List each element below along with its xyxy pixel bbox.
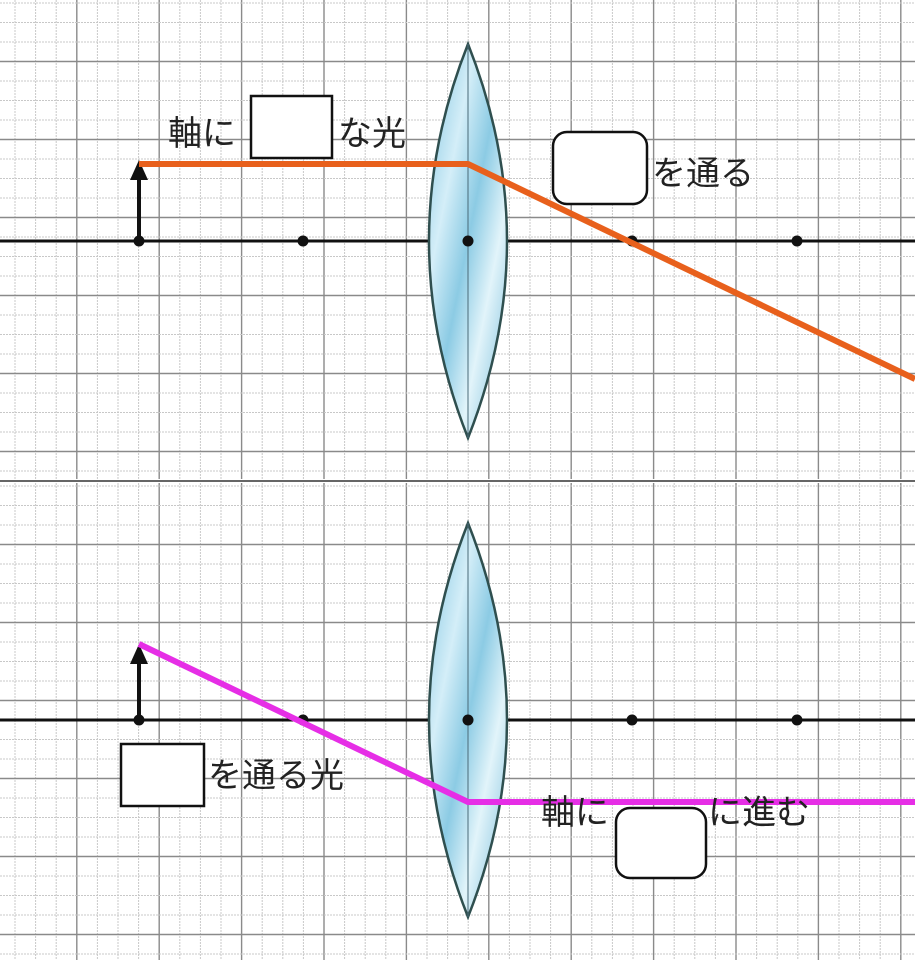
double-focal-point-right-bottom	[791, 714, 803, 726]
object-arrow-head-bottom	[130, 644, 148, 664]
focal-point-right-bottom	[626, 714, 638, 726]
light-ray-bottom	[137, 641, 915, 805]
label-incoming-suffix-bottom: を通る光	[208, 756, 344, 796]
lens-center-point-top	[462, 235, 474, 247]
answer-box-top-incoming[interactable]	[249, 94, 334, 160]
answer-box-top-outgoing[interactable]	[551, 130, 649, 206]
label-outgoing-suffix-top: を通る	[652, 154, 754, 194]
double-focal-point-right-top	[791, 235, 803, 247]
light-ray-top	[139, 161, 915, 382]
panel-top: 軸に な光 を通る	[0, 40, 915, 442]
label-incoming-suffix-top: な光	[338, 114, 406, 154]
label-incoming-prefix-top: 軸に	[168, 114, 236, 154]
answer-box-bottom-incoming[interactable]	[119, 742, 206, 808]
answer-box-bottom-outgoing[interactable]	[614, 806, 708, 880]
label-outgoing-suffix-bottom: に進む	[708, 793, 810, 833]
panel-bottom: を通る光 軸に に進む	[0, 519, 915, 921]
grid-top	[0, 0, 915, 479]
focal-point-left-top	[297, 235, 309, 247]
label-outgoing-prefix-bottom: 軸に	[541, 793, 609, 833]
lens-center-point-bottom	[462, 714, 474, 726]
object-arrow-head-top	[130, 160, 148, 180]
